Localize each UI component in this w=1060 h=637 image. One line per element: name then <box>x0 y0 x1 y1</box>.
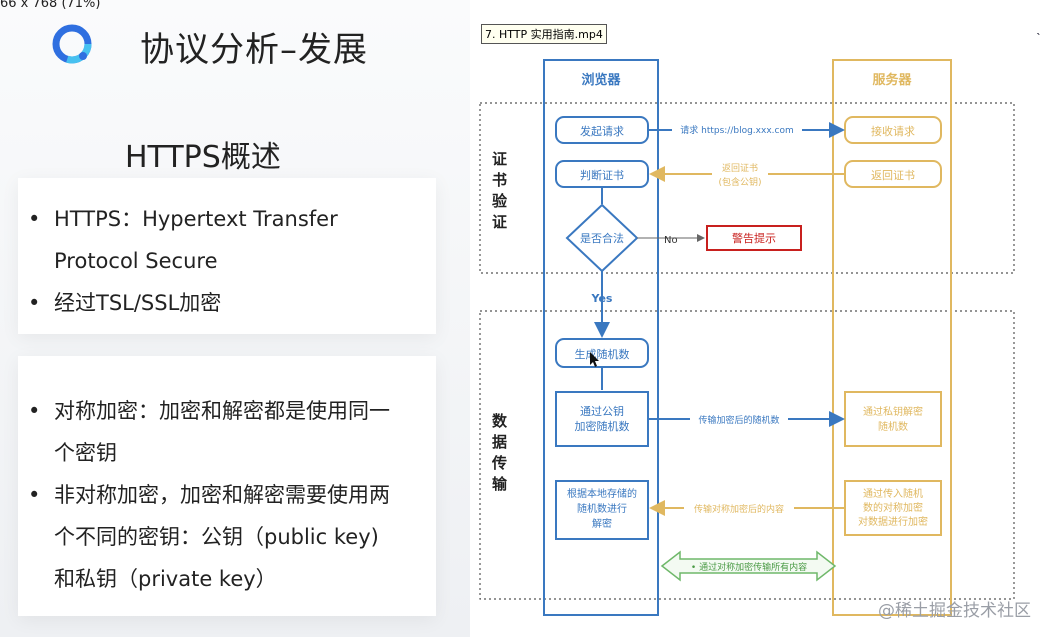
group-label: 传 <box>491 454 507 472</box>
bullet-text: 个不同的密钥：公钥（public key) <box>54 525 379 549</box>
decrypt-label: 解密 <box>592 517 612 530</box>
bullet: • <box>28 399 41 423</box>
zoom-label: 66 x 768 (71%) <box>0 0 101 11</box>
bullet: • <box>28 483 41 507</box>
corner-mark: ˴ <box>1036 25 1041 41</box>
private-decrypt-step <box>844 391 942 447</box>
symmetric-transfer-arrow <box>660 550 837 582</box>
browser-lane-title: 浏览器 <box>581 72 621 88</box>
private-decrypt-label: 随机数 <box>878 420 908 433</box>
bullet: • <box>28 207 41 231</box>
sym-encrypt-label: 数的对称加密 <box>863 501 923 514</box>
bottom-note: • 通过对称加密传输所有内容 <box>691 561 807 573</box>
logo-icon <box>52 24 92 64</box>
no-label: No <box>664 235 678 246</box>
slide-panel: 66 x 768 (71%) 协议分析–发展 HTTPS概述 • HTTPS：H… <box>0 0 470 637</box>
sym-encrypt-label: 通过传入随机 <box>863 487 923 500</box>
https-definition-card: • HTTPS：Hypertext Transfer Protocol Secu… <box>18 178 436 334</box>
decrypt-label: 随机数进行 <box>577 502 627 515</box>
return-cert-arrow-label: 返回证书 <box>722 162 758 174</box>
server-lane-title: 服务器 <box>872 72 912 88</box>
bullet-text: 经过TSL/SSL加密 <box>54 291 222 315</box>
mouse-cursor-icon <box>590 352 599 367</box>
decrypt-label: 根据本地存储的 <box>567 487 637 500</box>
warning-label: 警告提示 <box>732 231 776 245</box>
group-label: 输 <box>492 475 508 493</box>
group-label: 证 <box>492 150 507 168</box>
bullet-text: Protocol Secure <box>54 249 218 273</box>
return-cert-label: 返回证书 <box>871 169 915 182</box>
encrypt-random-step <box>555 391 649 447</box>
watermark: @稀土掘金技术社区 <box>878 601 1031 621</box>
bullet: • <box>28 291 41 315</box>
send-request-label: 发起请求 <box>580 124 624 138</box>
cert-verify-group <box>479 102 1015 274</box>
bullet-text: 个密钥 <box>54 441 117 465</box>
is-valid-label: 是否合法 <box>580 231 624 245</box>
send-encrypted-label: 传输加密后的随机数 <box>698 414 779 426</box>
private-decrypt-label: 通过私钥解密 <box>863 405 923 418</box>
sym-encrypt-step <box>844 480 942 536</box>
group-label: 证 <box>492 213 507 231</box>
bullet-text: HTTPS：Hypertext Transfer <box>54 207 338 231</box>
bullet-text: 对称加密：加密和解密都是使用同一 <box>54 399 390 423</box>
group-label: 据 <box>492 433 507 451</box>
sym-encrypt-label: 对数据进行加密 <box>858 515 928 528</box>
slide-title: 协议分析–发展 <box>140 30 368 70</box>
receive-step <box>844 116 942 144</box>
bullet-text: 和私钥（private key） <box>54 567 277 591</box>
gen-random-label: 生成随机数 <box>575 347 630 361</box>
receive-label: 接收请求 <box>871 124 915 138</box>
group-label: 验 <box>492 192 508 210</box>
video-filename-tag: 7. HTTP 实用指南.mp4 <box>481 24 607 44</box>
warning-box <box>706 225 802 251</box>
check-cert-label: 判断证书 <box>580 168 624 182</box>
bullet-text: 非对称加密，加密和解密需要使用两 <box>54 483 390 507</box>
browser-lane <box>543 59 659 616</box>
section-title: HTTPS概述 <box>125 140 281 175</box>
yes-label: Yes <box>591 292 613 305</box>
server-lane <box>832 59 952 616</box>
encryption-card: • 对称加密：加密和解密都是使用同一 个密钥 • 非对称加密，加密和解密需要使用… <box>18 356 436 616</box>
request-arrow-label: 请求 https://blog.xxx.com <box>680 124 793 136</box>
group-label: 书 <box>492 171 507 189</box>
decrypt-step <box>555 480 649 540</box>
data-transfer-group <box>479 310 1015 600</box>
encrypt-random-label: 加密随机数 <box>575 419 630 433</box>
send-content-label: 传输对称加密后的内容 <box>694 503 784 515</box>
encrypt-random-label: 通过公钥 <box>580 404 624 418</box>
return-cert-arrow-label: (包含公钥) <box>718 176 761 188</box>
group-label: 数 <box>492 412 508 430</box>
